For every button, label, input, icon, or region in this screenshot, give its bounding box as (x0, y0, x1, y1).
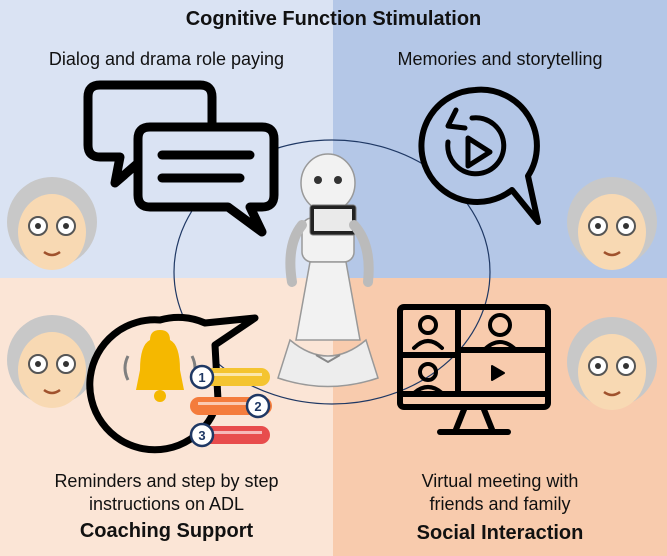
step-item-1 (189, 364, 270, 390)
step-item-2 (190, 393, 272, 419)
elderly-face-top-right (567, 177, 657, 270)
elderly-face-top-left (7, 177, 97, 270)
caption-reminders-line1: Reminders and step by step (54, 471, 279, 491)
caption-memories-storytelling: Memories and storytelling (397, 49, 603, 69)
robot-icon (277, 153, 379, 388)
caption-virtual-meeting-line1: Virtual meeting with (421, 471, 579, 491)
bell-bubble-icon (86, 313, 259, 454)
step-number-3: 3 (198, 428, 205, 443)
caption-virtual-meeting-line2: friends and family (429, 494, 571, 514)
replay-bubble-icon (418, 86, 541, 225)
step-item-3 (189, 422, 270, 448)
video-call-monitor-icon (397, 304, 551, 435)
caption-reminders-line2: instructions on ADL (88, 494, 245, 514)
speech-bubbles-icon (83, 80, 279, 237)
diagram-title: Cognitive Function Stimulation (185, 8, 482, 30)
elderly-face-bottom-right (567, 317, 657, 410)
caption-dialog-drama: Dialog and drama role paying (48, 49, 285, 69)
step-number-1: 1 (198, 370, 205, 385)
central-ellipse (173, 139, 491, 405)
step-list (189, 364, 272, 448)
elderly-face-bottom-left (7, 315, 97, 408)
step-number-2: 2 (254, 399, 261, 414)
heading-social-interaction: Social Interaction (416, 522, 584, 544)
heading-coaching-support: Coaching Support (79, 520, 254, 542)
